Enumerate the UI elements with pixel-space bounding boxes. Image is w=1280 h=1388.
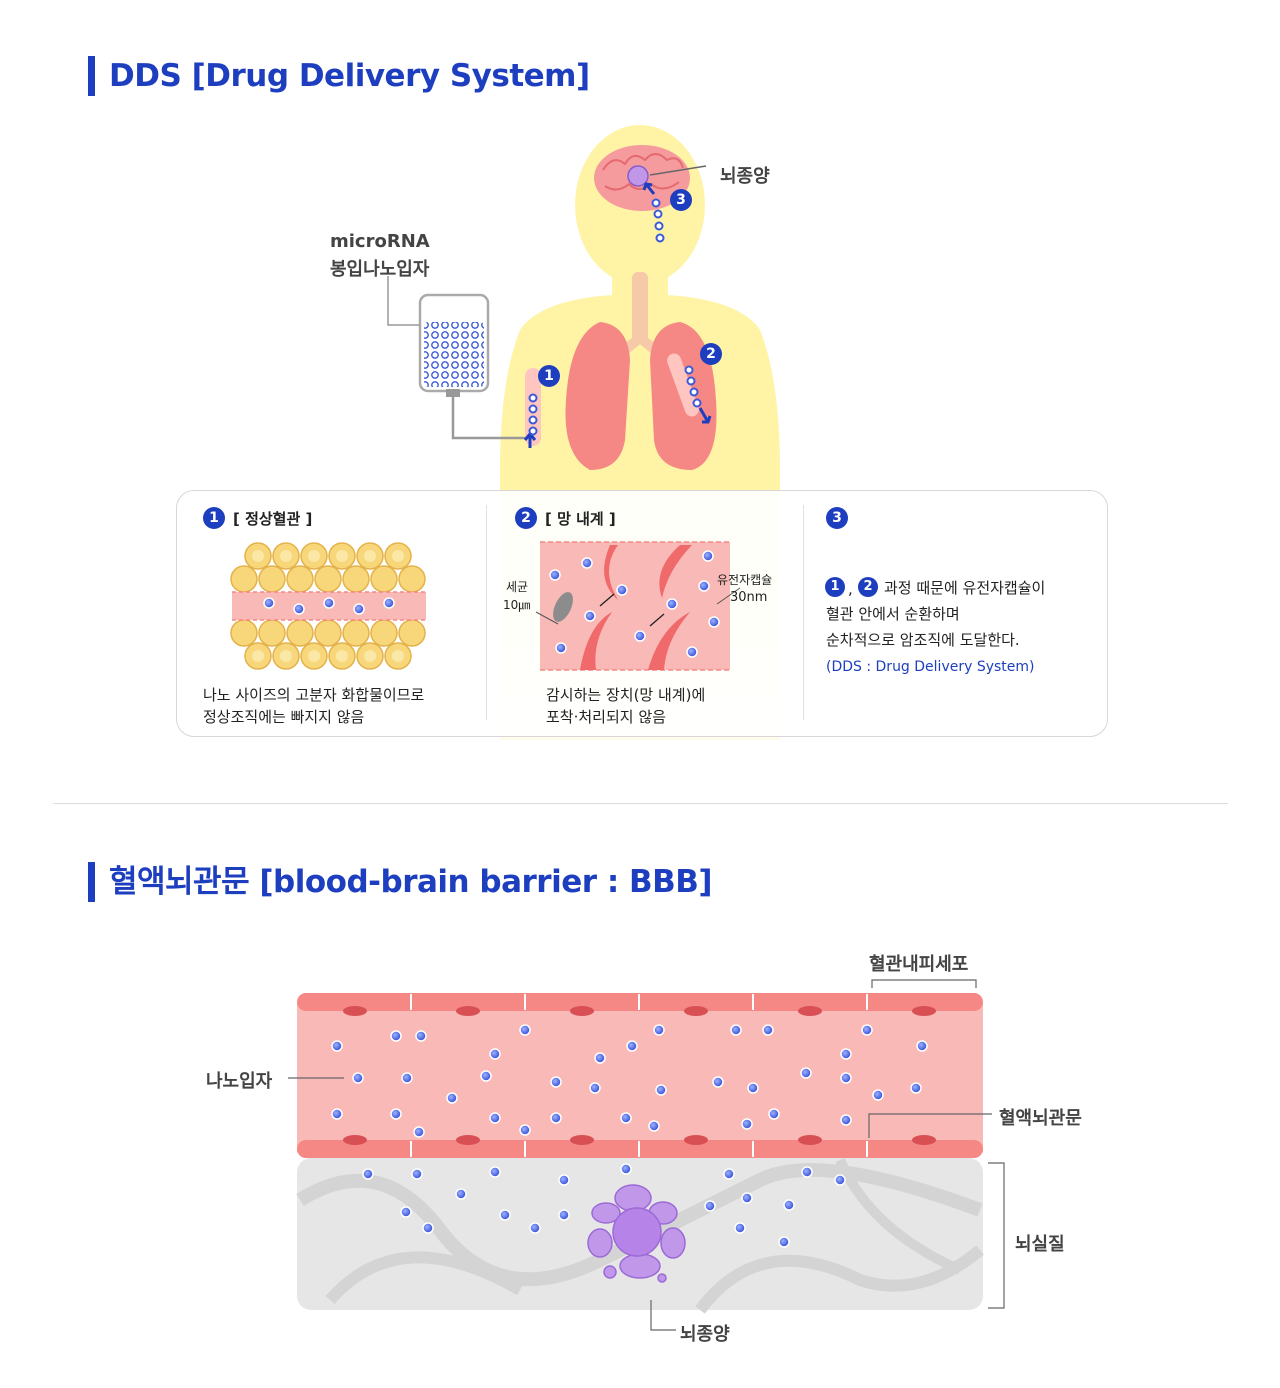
panel2-badge: 2 bbox=[515, 507, 537, 529]
panel2-title: [ 망 내계 ] bbox=[545, 510, 616, 528]
step-badge-2: 2 bbox=[700, 343, 722, 365]
panel3-badge: 3 bbox=[826, 507, 848, 529]
label-endothelial-cell: 혈관내피세포 bbox=[869, 954, 969, 975]
iv-bag bbox=[387, 276, 525, 440]
bbb-tumor bbox=[587, 1184, 686, 1283]
panel3-text-2: 혈관 안에서 순환하며 bbox=[826, 605, 960, 623]
label-brain-tumor: 뇌종양 bbox=[720, 166, 770, 187]
panel1-text-2: 정상조직에는 빠지지 않음 bbox=[203, 708, 365, 726]
panel1-badge: 1 bbox=[203, 507, 225, 529]
panel1-title: [ 정상혈관 ] bbox=[233, 510, 313, 528]
left-lung bbox=[565, 322, 630, 470]
panel1-text-1: 나노 사이즈의 고분자 화합물이므로 bbox=[203, 686, 425, 704]
panel2-text-1: 감시하는 장치(망 내계)에 bbox=[546, 686, 706, 704]
panel2-text-2: 포착·처리되지 않음 bbox=[546, 708, 666, 726]
bacteria-label-2: 10㎛ bbox=[503, 598, 531, 612]
label-parenchyma: 뇌실질 bbox=[1015, 1234, 1065, 1255]
trachea bbox=[632, 272, 648, 342]
bbb-diagram bbox=[296, 993, 984, 1314]
label-bbb-tumor: 뇌종양 bbox=[680, 1324, 730, 1345]
step-badge-3: 3 bbox=[670, 189, 692, 211]
label-microrna-1: microRNA bbox=[330, 231, 430, 252]
brain bbox=[594, 145, 690, 211]
dds-section-title: DDS [Drug Delivery System] bbox=[88, 56, 590, 96]
capsule-label-2: 30nm bbox=[730, 590, 768, 605]
bbb-section-title: 혈액뇌관문 [blood-brain barrier : BBB] bbox=[88, 862, 713, 902]
label-nanoparticle: 나노입자 bbox=[206, 1071, 273, 1092]
panel-divider-1 bbox=[486, 505, 487, 720]
capsule-label-1: 유전자캡슐 bbox=[717, 573, 773, 587]
panel3-text-3: 순차적으로 암조직에 도달한다. bbox=[826, 631, 1020, 649]
label-bbb: 혈액뇌관문 bbox=[999, 1108, 1082, 1129]
panel3-text-1: 과정 때문에 유전자캡슐이 bbox=[884, 579, 1046, 597]
panel3-inline-badge-1: 1 bbox=[825, 577, 845, 597]
section-divider bbox=[53, 803, 1228, 804]
bacteria-label-1: 세균 bbox=[506, 580, 529, 594]
panel3-inline-badge-2: 2 bbox=[858, 577, 878, 597]
panel-divider-2 bbox=[803, 505, 804, 720]
brain-tumor bbox=[627, 165, 649, 187]
step-badge-1: 1 bbox=[538, 365, 560, 387]
panel3-comma: , bbox=[848, 580, 853, 598]
label-microrna-2: 봉입나노입자 bbox=[330, 259, 430, 280]
panel3-text-4: (DDS : Drug Delivery System) bbox=[826, 659, 1035, 675]
